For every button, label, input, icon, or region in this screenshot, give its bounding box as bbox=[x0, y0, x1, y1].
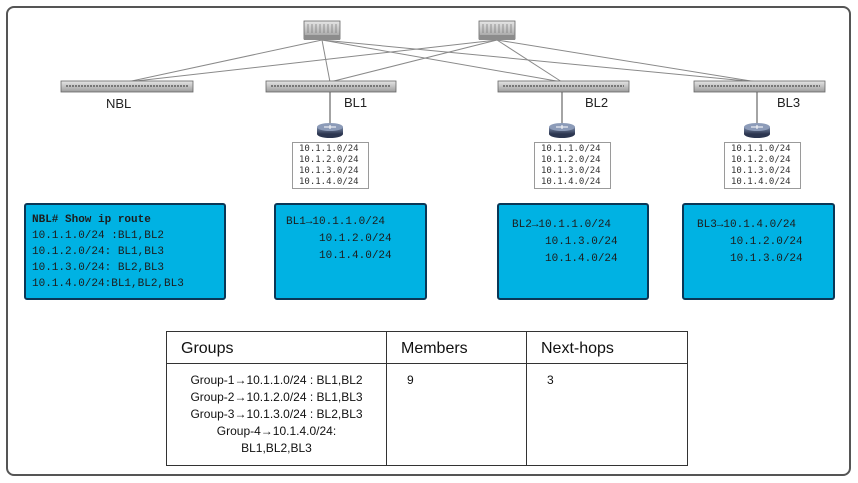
group-entry: Group-2→10.1.2.0/24 : BL1,BL3 bbox=[190, 390, 363, 404]
route-line: BL1→10.1.1.0/24 bbox=[286, 216, 386, 228]
route-line: 10.1.4.0/24 bbox=[286, 250, 392, 262]
leaf-router-links bbox=[329, 92, 758, 124]
route-line: 10.1.2.0/24: BL1,BL3 bbox=[32, 246, 165, 258]
table-row: Group-1→10.1.1.0/24 : BL1,BL2 Group-2→10… bbox=[166, 363, 688, 466]
nexthops-cell: 3 bbox=[526, 363, 688, 466]
router-icon bbox=[549, 123, 575, 138]
prefix-entry: 10.1.2.0/24 bbox=[299, 155, 359, 165]
route-line: 10.1.1.0/24 :BL1,BL2 bbox=[32, 230, 165, 242]
route-line: 10.1.3.0/24 bbox=[697, 253, 803, 265]
table-header-row: Groups Members Next-hops bbox=[166, 331, 688, 364]
column-header-groups: Groups bbox=[166, 331, 387, 364]
prefix-entry: 10.1.4.0/24 bbox=[731, 177, 791, 187]
route-line: 10.1.4.0/24:BL1,BL2,BL3 bbox=[32, 278, 184, 290]
route-line: 10.1.3.0/24 bbox=[512, 236, 618, 248]
prefix-entry: 10.1.1.0/24 bbox=[731, 144, 791, 154]
leaf-label-nbl: NBL bbox=[106, 96, 132, 111]
leaf-label-bl1: BL1 bbox=[344, 95, 368, 110]
router-icon bbox=[744, 123, 770, 138]
column-header-members: Members bbox=[386, 331, 527, 364]
prefix-entry: 10.1.1.0/24 bbox=[299, 144, 359, 154]
groups-cell: Group-1→10.1.1.0/24 : BL1,BL2 Group-2→10… bbox=[166, 363, 387, 466]
prefix-entry: 10.1.4.0/24 bbox=[299, 177, 359, 187]
leaf-label-bl3: BL3 bbox=[777, 95, 801, 110]
route-box-bl1: BL1→10.1.1.0/24 10.1.2.0/24 10.1.4.0/24 bbox=[274, 203, 427, 300]
groups-table: Groups Members Next-hops Group-1→10.1.1.… bbox=[166, 331, 688, 466]
prefix-entry: 10.1.4.0/24 bbox=[541, 177, 601, 187]
route-line: 10.1.3.0/24: BL2,BL3 bbox=[32, 262, 165, 274]
prefix-entry: 10.1.2.0/24 bbox=[731, 155, 791, 165]
column-header-nexthops: Next-hops bbox=[526, 331, 688, 364]
spine-switch-icon bbox=[303, 20, 341, 40]
leaf-label-bl2: BL2 bbox=[585, 95, 609, 110]
members-cell: 9 bbox=[386, 363, 527, 466]
prefix-entry: 10.1.3.0/24 bbox=[541, 166, 601, 176]
route-line: BL3→10.1.4.0/24 bbox=[697, 219, 797, 231]
route-line: BL2→10.1.1.0/24 bbox=[512, 219, 612, 231]
prefix-list-bl3: 10.1.1.0/24 10.1.2.0/24 10.1.3.0/24 10.1… bbox=[724, 142, 801, 189]
route-line: 10.1.2.0/24 bbox=[697, 236, 803, 248]
spine-leaf-links bbox=[126, 39, 758, 83]
route-box-bl2: BL2→10.1.1.0/24 10.1.3.0/24 10.1.4.0/24 bbox=[497, 203, 649, 300]
prefix-entry: 10.1.2.0/24 bbox=[541, 155, 601, 165]
route-line: 10.1.4.0/24 bbox=[512, 253, 618, 265]
route-box-bl3: BL3→10.1.4.0/24 10.1.2.0/24 10.1.3.0/24 bbox=[682, 203, 835, 300]
leaf-switch-icon bbox=[60, 80, 194, 93]
route-line: 10.1.2.0/24 bbox=[286, 233, 392, 245]
group-entry: Group-4→10.1.4.0/24: bbox=[216, 424, 337, 438]
leaf-switch-icon bbox=[693, 80, 826, 93]
leaf-switch-icon bbox=[265, 80, 397, 93]
group-entry: Group-1→10.1.1.0/24 : BL1,BL2 bbox=[190, 373, 363, 387]
prefix-entry: 10.1.3.0/24 bbox=[731, 166, 791, 176]
prefix-entry: 10.1.3.0/24 bbox=[299, 166, 359, 176]
prefix-entry: 10.1.1.0/24 bbox=[541, 144, 601, 154]
route-box-nbl: NBL# Show ip route 10.1.1.0/24 :BL1,BL2 … bbox=[24, 203, 226, 300]
group-entry: BL1,BL2,BL3 bbox=[241, 441, 312, 455]
leaf-switch-icon bbox=[497, 80, 630, 93]
prefix-list-bl1: 10.1.1.0/24 10.1.2.0/24 10.1.3.0/24 10.1… bbox=[292, 142, 369, 189]
route-box-title: NBL# Show ip route bbox=[32, 214, 151, 226]
router-icon bbox=[317, 123, 343, 138]
prefix-list-bl2: 10.1.1.0/24 10.1.2.0/24 10.1.3.0/24 10.1… bbox=[534, 142, 611, 189]
group-entry: Group-3→10.1.3.0/24 : BL2,BL3 bbox=[190, 407, 363, 421]
spine-switch-icon bbox=[478, 20, 516, 40]
